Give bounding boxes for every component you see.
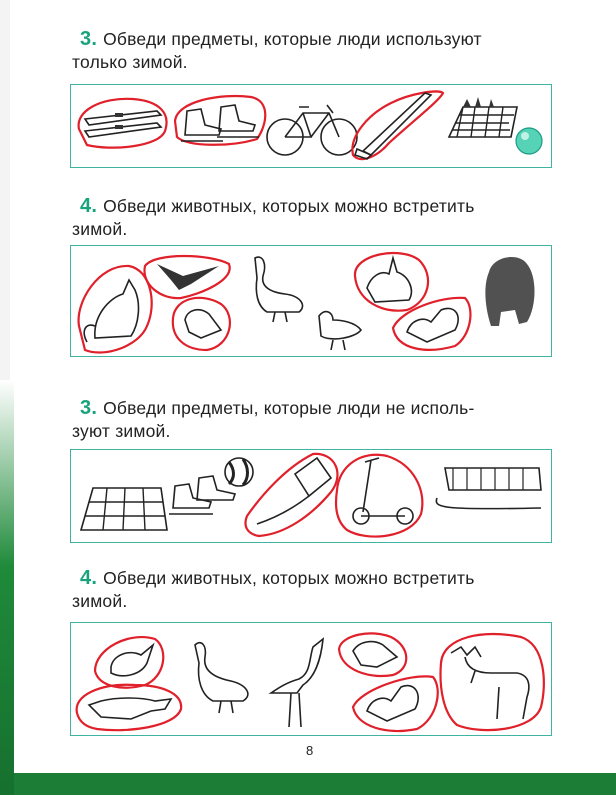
task-number: 3. — [80, 397, 98, 419]
skis-icon[interactable] — [77, 97, 168, 149]
fox-icon[interactable] — [77, 264, 153, 354]
task-number: 3. — [80, 28, 98, 50]
task-text-line2: зимой. — [72, 219, 128, 239]
task-3-non-winter-items: 3.Обведи предметы, которые люди не испол… — [72, 397, 475, 443]
panel-winter-animals-2 — [70, 622, 552, 736]
cover-bottom — [14, 773, 616, 795]
cover-edge — [0, 380, 14, 795]
heron-icon[interactable] — [268, 637, 324, 728]
bear-icon[interactable] — [485, 257, 535, 326]
ball-icon[interactable] — [515, 127, 543, 155]
tit-icon[interactable] — [93, 636, 165, 689]
task-text-line2: зимой. — [72, 591, 128, 611]
panel-winter-animals — [70, 245, 552, 357]
task-text-line1: Обведи животных, которых можно встретить — [103, 196, 475, 216]
hare-icon[interactable] — [353, 252, 429, 312]
dove-icon[interactable] — [171, 296, 231, 352]
fox-icon[interactable] — [75, 683, 183, 732]
page-number: 8 — [306, 743, 314, 758]
task-number: 4. — [80, 195, 98, 217]
task-text-line1: Обведи предметы, которые люди используют — [103, 29, 482, 49]
bicycle-icon[interactable] — [266, 104, 358, 156]
task-4-winter-animals-2: 4.Обведи животных, которых можно встрети… — [72, 567, 475, 613]
page-edge — [0, 0, 10, 380]
task-4-winter-animals: 4.Обведи животных, которых можно встрети… — [72, 195, 475, 241]
sled-icon[interactable] — [435, 467, 542, 510]
panel-winter-items — [70, 84, 552, 168]
squirrel-icon[interactable] — [351, 675, 439, 733]
sparrow-icon[interactable] — [337, 632, 408, 677]
workbook-page: 3.Обведи предметы, которые люди использу… — [16, 0, 606, 773]
goose-icon[interactable] — [194, 641, 249, 714]
moose-icon[interactable] — [439, 632, 545, 732]
checkers-board-icon[interactable] — [79, 487, 168, 531]
goose-icon[interactable] — [254, 256, 304, 323]
task-3-winter-items: 3.Обведи предметы, которые люди использу… — [72, 28, 482, 74]
scooter-icon[interactable] — [334, 453, 424, 538]
duckling-icon[interactable] — [318, 310, 363, 351]
task-text-line2: зуют зимой. — [72, 421, 171, 441]
chessboard-icon[interactable] — [447, 97, 518, 138]
skates-icon[interactable] — [169, 475, 237, 515]
crow-icon[interactable] — [143, 254, 231, 300]
kite-icon[interactable] — [244, 452, 339, 538]
skates-icon[interactable] — [173, 94, 267, 146]
task-text-line1: Обведи животных, которых можно встретить — [103, 568, 475, 588]
panel-non-winter-items — [70, 449, 552, 543]
ball-icon[interactable] — [224, 457, 254, 487]
task-text-line2: только зимой. — [72, 52, 188, 72]
task-text-line1: Обведи предметы, которые люди не исполь- — [103, 398, 475, 418]
task-number: 4. — [80, 567, 98, 589]
hockey-stick-icon[interactable] — [351, 90, 445, 161]
squirrel-icon[interactable] — [391, 296, 472, 351]
